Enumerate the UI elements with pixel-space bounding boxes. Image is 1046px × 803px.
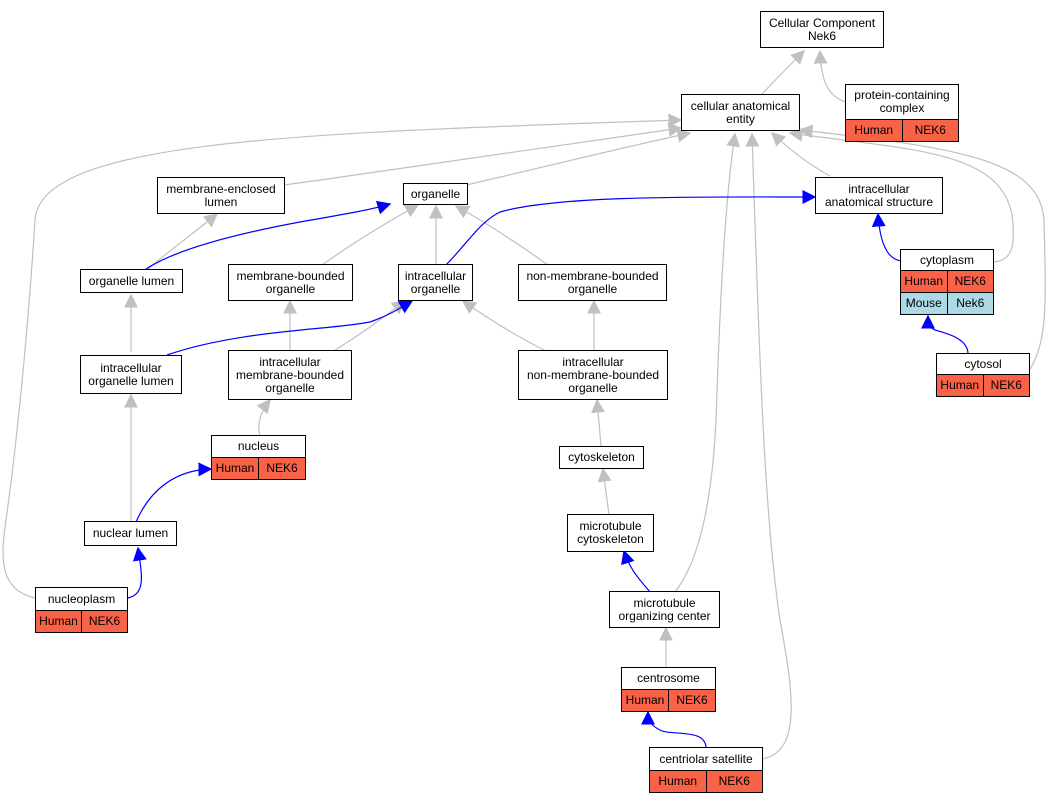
- gene-cell: NEK6: [258, 458, 305, 479]
- edge-nucleoplasm-to-cae: [2, 113, 683, 599]
- species-cell: Human: [937, 375, 983, 396]
- node-title: intracellular non-membrane-bounded organ…: [526, 354, 660, 395]
- node-title: protein-containing complex: [854, 88, 950, 115]
- node-title: membrane-bounded organelle: [236, 268, 345, 296]
- node-cytoplasm[interactable]: cytoplasm Human NEK6 Mouse Nek6: [900, 249, 994, 315]
- species-row: Mouse Nek6: [901, 292, 993, 314]
- edge-organelle-to-cae: [465, 128, 692, 186]
- node-title: cellular anatomical entity: [690, 98, 791, 126]
- species-cell: Human: [622, 690, 668, 711]
- node-title: cytoskeleton: [568, 450, 635, 464]
- node-cytosol[interactable]: cytosol Human NEK6: [936, 353, 1030, 397]
- edge-inmbo-to-io: [461, 300, 549, 353]
- node-title: microtubule cytoskeleton: [577, 519, 644, 546]
- node-title: nuclear lumen: [92, 526, 169, 540]
- species-row: Human NEK6: [901, 270, 993, 292]
- edge-cytoplasm-to-cae: [788, 127, 1014, 263]
- edge-cae-to-root: [759, 50, 805, 97]
- node-non-membrane-bounded-organelle[interactable]: non-membrane-bounded organelle: [518, 264, 667, 301]
- species-cell: Human: [36, 611, 81, 632]
- node-title: cytosol: [964, 356, 1002, 371]
- node-nuclear-lumen[interactable]: nuclear lumen: [84, 521, 177, 546]
- species-row: Human NEK6: [650, 770, 762, 792]
- species-cell: Human: [650, 771, 706, 792]
- gene-cell: Nek6: [946, 293, 993, 314]
- edge-ol-to-mel: [147, 213, 219, 270]
- species-cell: Human: [846, 120, 902, 141]
- edge-cytosol-to-cae: [798, 124, 1046, 370]
- edge-mtoc-to-mc: [621, 549, 651, 593]
- node-title: intracellular organelle: [404, 268, 467, 296]
- edge-ol-to-organelle: [145, 200, 392, 270]
- node-title: microtubule organizing center: [618, 595, 711, 623]
- species-row: Human NEK6: [937, 374, 1029, 396]
- node-title: intracellular organelle lumen: [88, 360, 174, 388]
- species-cell: Human: [212, 458, 258, 479]
- gene-cell: NEK6: [982, 375, 1029, 396]
- node-intracellular-organelle-lumen[interactable]: intracellular organelle lumen: [80, 355, 182, 394]
- edge-nmbo-to-organelle: [454, 205, 549, 266]
- edge-cytoskeleton-to-inmbo: [591, 398, 606, 447]
- gene-cell: NEK6: [705, 771, 762, 792]
- node-cellular-anatomical-entity[interactable]: cellular anatomical entity: [681, 94, 800, 131]
- node-nucleoplasm[interactable]: nucleoplasm Human NEK6: [35, 587, 128, 633]
- edge-mtoc-to-cae: [674, 132, 741, 593]
- node-title: non-membrane-bounded organelle: [526, 268, 659, 296]
- edge-ias-to-cae: [770, 132, 831, 177]
- node-title: intracellular membrane-bounded organelle: [235, 354, 345, 395]
- edge-mel-to-cae: [283, 122, 683, 186]
- node-title: Cellular Component Nek6: [768, 15, 876, 43]
- node-intracellular-membrane-bounded-organelle[interactable]: intracellular membrane-bounded organelle: [228, 350, 352, 400]
- node-membrane-bounded-organelle[interactable]: membrane-bounded organelle: [228, 264, 353, 301]
- edge-cs-to-cae: [745, 132, 792, 760]
- node-centriolar-satellite[interactable]: centriolar satellite Human NEK6: [649, 747, 763, 793]
- edge-cytoplasm-to-ias: [871, 212, 903, 262]
- node-centrosome[interactable]: centrosome Human NEK6: [621, 667, 716, 712]
- node-nucleus[interactable]: nucleus Human NEK6: [211, 435, 306, 480]
- node-microtubule-organizing-center[interactable]: microtubule organizing center: [609, 591, 720, 628]
- edge-iol-to-io: [166, 300, 414, 356]
- node-title: organelle: [410, 186, 461, 201]
- gene-cell: NEK6: [901, 120, 958, 141]
- node-title: organelle lumen: [88, 273, 175, 288]
- edge-nucleus-to-imbo: [256, 398, 271, 437]
- edge-nl-to-nucleus: [135, 462, 213, 523]
- gene-cell: NEK6: [81, 611, 127, 632]
- node-title: intracellular anatomical structure: [824, 181, 934, 209]
- node-title: nucleoplasm: [47, 591, 116, 606]
- species-row: Human NEK6: [846, 119, 958, 141]
- node-title: cytoplasm: [919, 252, 975, 267]
- node-intracellular-non-membrane-bounded-organelle[interactable]: intracellular non-membrane-bounded organ…: [518, 350, 668, 400]
- edge-pcc-to-root: [813, 49, 847, 103]
- species-row: Human NEK6: [36, 610, 127, 632]
- edge-nucleoplasm-to-nl: [127, 546, 147, 599]
- node-intracellular-anatomical-structure[interactable]: intracellular anatomical structure: [815, 177, 943, 214]
- edge-cytosol-to-cytoplasm: [921, 314, 969, 355]
- gene-cell: NEK6: [946, 271, 993, 292]
- node-title: membrane-enclosed lumen: [166, 181, 276, 209]
- species-row: Human NEK6: [622, 689, 715, 711]
- node-membrane-enclosed-lumen[interactable]: membrane-enclosed lumen: [157, 177, 285, 214]
- edge-cs-to-centrosome: [641, 710, 707, 749]
- node-intracellular-organelle[interactable]: intracellular organelle: [398, 264, 473, 301]
- node-protein-containing-complex[interactable]: protein-containing complex Human NEK6: [845, 84, 959, 142]
- edge-mbo-to-organelle: [321, 204, 420, 266]
- node-organelle[interactable]: organelle: [403, 183, 468, 205]
- edge-imbo-to-io: [331, 300, 407, 353]
- node-title: centriolar satellite: [659, 751, 753, 766]
- node-microtubule-cytoskeleton[interactable]: microtubule cytoskeleton: [567, 514, 654, 552]
- species-row: Human NEK6: [212, 457, 305, 479]
- node-cellular-component-nek6[interactable]: Cellular Component Nek6: [760, 11, 884, 48]
- edge-mc-to-cytoskeleton: [597, 467, 612, 516]
- node-organelle-lumen[interactable]: organelle lumen: [80, 269, 183, 293]
- node-cytoskeleton[interactable]: cytoskeleton: [559, 446, 644, 469]
- species-cell: Mouse: [901, 293, 947, 314]
- node-title: centrosome: [637, 671, 700, 685]
- species-cell: Human: [901, 271, 947, 292]
- edge-io-to-ias: [445, 189, 817, 266]
- node-title: nucleus: [237, 439, 280, 453]
- gene-cell: NEK6: [668, 690, 715, 711]
